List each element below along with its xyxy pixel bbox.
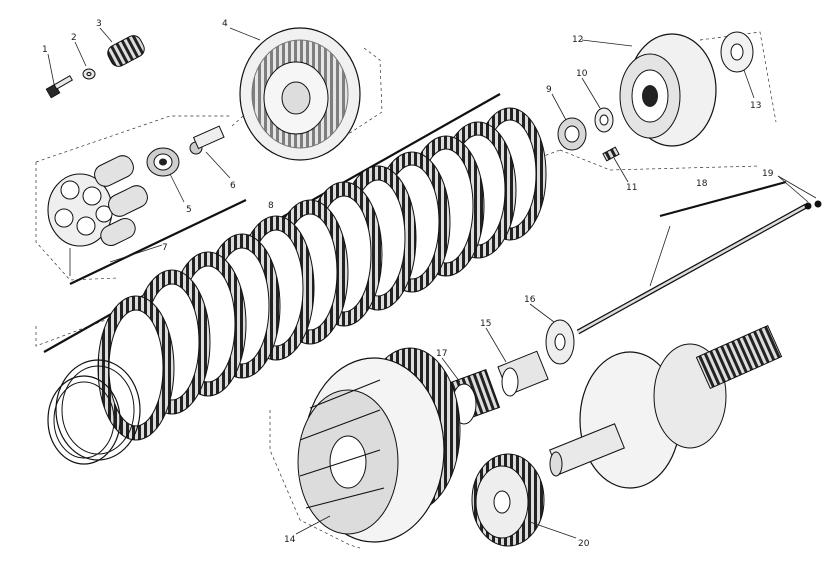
callout-3: 3 xyxy=(96,19,102,29)
callout-17: 17 xyxy=(436,349,447,359)
leader-lines xyxy=(47,27,817,539)
callout-16: 16 xyxy=(524,295,536,305)
callout-11: 11 xyxy=(626,183,637,193)
callout-14: 14 xyxy=(284,535,296,545)
part-9-bush xyxy=(557,117,587,151)
callout-4: 4 xyxy=(222,19,228,29)
callout-1: 1 xyxy=(42,45,48,55)
group-bar-7 xyxy=(69,199,247,285)
part-15-sleeve xyxy=(497,350,549,397)
callout-12: 12 xyxy=(572,35,583,45)
callout-2: 2 xyxy=(71,33,77,43)
part-3-spring xyxy=(107,35,145,67)
callouts: 1 2 3 4 5 6 7 8 9 10 11 12 13 14 15 16 1… xyxy=(42,19,774,549)
callout-18: 18 xyxy=(696,179,708,189)
crankshaft xyxy=(549,324,783,489)
part-19-o-rings xyxy=(804,200,822,210)
part-1-bolt xyxy=(45,75,73,99)
part-20-gear xyxy=(471,453,545,547)
callout-9: 9 xyxy=(546,85,552,95)
part-10-washer xyxy=(594,107,614,133)
callout-20: 20 xyxy=(578,539,590,549)
part-14-clutch-basket xyxy=(297,347,461,543)
callout-15: 15 xyxy=(480,319,491,329)
callout-6: 6 xyxy=(230,181,236,191)
group-bar-18 xyxy=(659,180,787,218)
part-2-washer xyxy=(82,68,96,80)
part-11-spring xyxy=(602,146,620,162)
part-4-pressure-plate xyxy=(239,27,361,161)
part-13-thrust-washer xyxy=(720,31,754,73)
part-7-spring-cups xyxy=(47,155,148,247)
part-6-pushrod-pin xyxy=(189,125,225,155)
part-5-bearing xyxy=(146,147,180,177)
callout-7: 7 xyxy=(162,243,168,253)
callout-8: 8 xyxy=(268,201,274,211)
callout-5: 5 xyxy=(186,205,192,215)
part-12-inner-hub xyxy=(619,33,717,147)
callout-10: 10 xyxy=(576,69,588,79)
push-rod-highlight xyxy=(577,204,807,334)
callout-13: 13 xyxy=(750,101,761,111)
part-16-washer xyxy=(545,319,575,365)
part-8-clutch-plate-stack xyxy=(47,107,547,465)
callout-19: 19 xyxy=(762,169,774,179)
